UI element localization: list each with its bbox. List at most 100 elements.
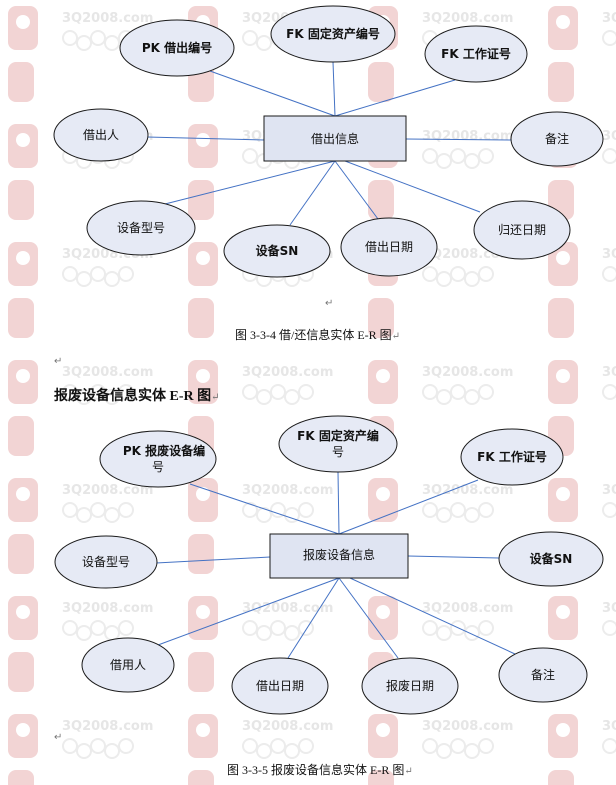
diagram1-attr-label: PK 借出编号 [142,40,212,55]
svg-text:3Q2008.com: 3Q2008.com [422,483,513,498]
svg-text:3Q2008.com: 3Q2008.com [62,601,153,616]
diagram1-attr-label: 借出日期 [365,240,413,254]
diagram2-attr-label: PK 报废设备编 [123,443,205,458]
connector-line [157,577,340,646]
diagram2-attr-label: FK 工作证号 [477,449,547,464]
diagram2-attr-label: 报废日期 [386,678,434,693]
diagram1-connectors [146,61,512,226]
diagram2-attr-label-line2: 号 [152,460,164,474]
svg-text:3Q2008.com: 3Q2008.com [242,601,333,616]
diagram2-attr-remark: 备注 [498,647,588,703]
diagram2-attr-pk-scrap-id: PK 报废设备编 号 [99,430,217,488]
diagram1-entity: 借出信息 [263,115,407,162]
diagram2-caption-text: 图 3-3-5 报废设备信息实体 E-R 图 [227,763,405,777]
svg-text:3Q2008.com: 3Q2008.com [602,483,616,498]
connector-line [344,160,481,213]
diagram2-entity-box [269,533,409,579]
svg-text:3Q2008.com: 3Q2008.com [422,11,513,26]
diagram1-attr-label: FK 工作证号 [441,46,511,61]
connector-line [146,136,265,141]
watermark-tile: 3Q2008.com [8,360,153,456]
diagram2-entity-label: 报废设备信息 [303,547,375,562]
svg-text:3Q2008.com: 3Q2008.com [602,601,616,616]
diagram2-attr-scrap-date: 报废日期 [361,657,459,715]
diagram2-attr-label: 借用人 [110,658,146,672]
diagram1-attr-borrower: 借出人 [53,108,149,162]
section-heading: 报废设备信息实体 E-R 图↵ [54,385,220,405]
paragraph-mark: ↵ [211,392,220,403]
connector-line [289,160,336,226]
diagram1-attr-sn: 设备SN [223,224,331,278]
diagram1-attr-label: FK 固定资产编号 [286,26,380,41]
watermark-tile: 3Q2008.com [188,478,333,574]
svg-text:3Q2008.com: 3Q2008.com [242,719,333,734]
diagram2-attr-label: FK 固定资产编 [297,428,379,443]
connector-line [405,138,512,141]
diagram2-attr-label-wrap: 号 [332,445,344,459]
svg-text:3Q2008.com: 3Q2008.com [242,365,333,380]
diagram1-attr-fk-work-id: FK 工作证号 [424,25,528,83]
watermark-tile: 3Q2008.com [8,714,153,785]
diagram1-attr-label: 设备型号 [117,221,165,235]
svg-text:3Q2008.com: 3Q2008.com [602,719,616,734]
diagram1-caption: 图 3-3-4 借/还信息实体 E-R 图↵ [235,326,400,343]
diagram1-attr-remark: 备注 [510,111,604,167]
connector-line [155,556,271,564]
diagram1-attr-label: 备注 [545,131,569,146]
diagram2-entity: 报废设备信息 [269,533,409,579]
watermark-tile: 3Q2008.com [188,714,333,785]
svg-text:3Q2008.com: 3Q2008.com [242,483,333,498]
connector-line [189,483,340,535]
watermark-tile: 3Q2008.com [548,242,616,338]
svg-text:3Q2008.com: 3Q2008.com [422,601,513,616]
diagram2-attr-fk-work-id: FK 工作证号 [460,428,564,486]
diagram1-entity-box [263,115,407,162]
diagram1-attr-label: 设备SN [256,243,299,258]
connector-line [334,160,379,220]
watermark-tile: 3Q2008.com [188,596,333,692]
section-heading-text: 报废设备信息实体 E-R 图 [54,389,212,404]
diagram1-attr-model: 设备型号 [86,200,196,256]
svg-text:3Q2008.com: 3Q2008.com [62,483,153,498]
paragraph-mark: ↵ [325,298,334,309]
connector-line [209,70,336,117]
svg-text:3Q2008.com: 3Q2008.com [602,129,616,144]
diagram2-attr-label: 设备型号 [82,555,130,569]
diagram2-attr-label-wrap: 号 [152,460,164,474]
svg-text:3Q2008.com: 3Q2008.com [422,365,513,380]
connector-line [287,577,340,659]
paragraph-mark: ↵ [404,766,413,777]
svg-text:3Q2008.com: 3Q2008.com [602,11,616,26]
diagram2-attr-label: 设备SN [530,551,573,566]
diagram2-attr-label: 备注 [531,667,555,682]
diagram2-attr-label: 借出日期 [256,679,304,693]
connector-line [349,577,516,655]
diagram2-caption: 图 3-3-5 报废设备信息实体 E-R 图↵ [227,761,413,778]
paragraph-mark: ↵ [391,331,401,342]
watermark-tile: 3Q2008.com [548,714,616,785]
watermark-tile: 3Q2008.com [8,596,153,692]
connector-line [338,479,479,535]
svg-text:3Q2008.com: 3Q2008.com [602,365,616,380]
diagram1-attr-pk-loan-id: PK 借出编号 [119,19,235,77]
diagram2-attr-label-line1: PK 报废设备编 [123,443,205,458]
diagram1-attr-return-date: 归还日期 [473,200,571,260]
diagram2-attr-fk-asset-id: FK 固定资产编 号 [278,415,398,473]
paragraph-mark: ↵ [54,356,63,367]
watermark-tile: 3Q2008.com [8,242,153,338]
diagram1-attr-loan-date: 借出日期 [340,217,438,277]
paragraph-mark: ↵ [54,732,63,743]
diagram1-attr-label: 借出人 [83,128,119,142]
diagram2-attr-loan-date: 借出日期 [231,657,329,715]
connector-line [337,471,340,535]
watermark-tile: 3Q2008.com [8,478,153,574]
connector-line [407,555,500,559]
diagram2-connectors [155,471,516,659]
diagram2-attr-label-line1: FK 固定资产编 [297,428,379,443]
diagram1-entity-label: 借出信息 [311,131,359,146]
connector-line [332,61,336,117]
diagram1-caption-text: 图 3-3-4 借/还信息实体 E-R 图 [235,328,392,342]
watermark-tile: 3Q2008.com [548,6,616,102]
svg-text:3Q2008.com: 3Q2008.com [62,365,153,380]
